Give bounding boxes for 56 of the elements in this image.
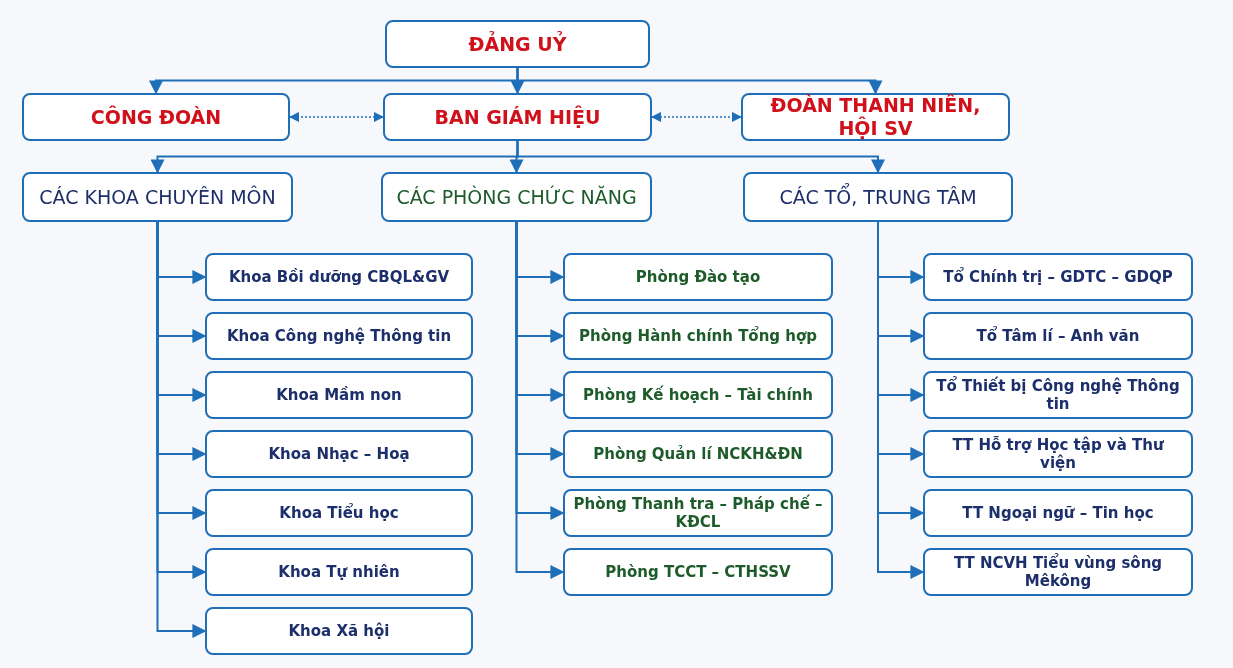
unit-name: Khoa Công nghệ Thông tin <box>226 327 452 345</box>
department-box <box>563 489 833 537</box>
department-box <box>205 607 473 655</box>
department-box <box>923 312 1193 360</box>
unit-name: Tổ Chính trị – GDTC – GDQP <box>943 268 1173 286</box>
unit-name: BAN GIÁM HIỆU <box>434 105 601 129</box>
department-box <box>205 312 473 360</box>
unit-name: Phòng Thanh tra – Pháp chế – KĐCL <box>573 495 823 531</box>
department-box <box>563 548 833 596</box>
arrow <box>516 140 885 174</box>
department-box <box>923 489 1193 537</box>
unit-box <box>741 93 1010 141</box>
department-box <box>923 548 1193 596</box>
unit-box <box>383 93 652 141</box>
unit-name: Khoa Bồi dưỡng CBQL&GV <box>228 268 450 286</box>
department-box <box>205 548 473 596</box>
unit-name: ĐOÀN THANH NIÊN, HỘI SV <box>769 94 982 140</box>
unit-name: Khoa Tiểu học <box>279 504 399 522</box>
department-box <box>923 253 1193 301</box>
department-box <box>923 430 1193 478</box>
unit-box <box>381 172 652 222</box>
unit-name: Phòng TCCT – CTHSSV <box>605 563 791 581</box>
unit-name: Phòng Đào tạo <box>635 268 761 286</box>
unit-name: CÔNG ĐOÀN <box>90 105 222 129</box>
department-box <box>205 489 473 537</box>
unit-name: CÁC KHOA CHUYÊN MÔN <box>39 185 276 209</box>
double-arrow <box>288 111 385 123</box>
unit-name: CÁC PHÒNG CHỨC NĂNG <box>396 185 637 209</box>
unit-name: Phòng Quản lí NCKH&ĐN <box>593 445 803 463</box>
unit-name: TT NCVH Tiểu vùng sông Mêkông <box>952 554 1164 590</box>
department-box <box>563 253 833 301</box>
unit-name: Khoa Tự nhiên <box>278 563 400 581</box>
arrow <box>516 67 883 95</box>
unit-box <box>22 172 293 222</box>
unit-name: Khoa Mầm non <box>276 386 402 404</box>
unit-box <box>743 172 1013 222</box>
unit-name: CÁC TỔ, TRUNG TÂM <box>779 185 977 209</box>
unit-box <box>385 20 650 68</box>
department-box <box>563 371 833 419</box>
unit-name: TT Ngoại ngữ – Tin học <box>962 504 1154 522</box>
department-box <box>923 371 1193 419</box>
unit-name: Khoa Nhạc – Hoạ <box>268 445 410 463</box>
department-box <box>205 430 473 478</box>
unit-name: Phòng Kế hoạch – Tài chính <box>583 386 813 404</box>
unit-name: Phòng Hành chính Tổng hợp <box>578 327 818 345</box>
unit-name: ĐẢNG UỶ <box>468 32 567 56</box>
unit-name: Tổ Thiết bị Công nghệ Thông tin <box>935 377 1181 413</box>
department-box <box>563 312 833 360</box>
department-box <box>563 430 833 478</box>
department-box <box>205 371 473 419</box>
department-box <box>205 253 473 301</box>
double-arrow <box>650 111 743 123</box>
unit-name: Tổ Tâm lí – Anh văn <box>976 327 1140 345</box>
unit-name: Khoa Xã hội <box>288 622 390 640</box>
unit-name: TT Hỗ trợ Học tập và Thư viện <box>951 436 1165 472</box>
unit-box <box>22 93 290 141</box>
